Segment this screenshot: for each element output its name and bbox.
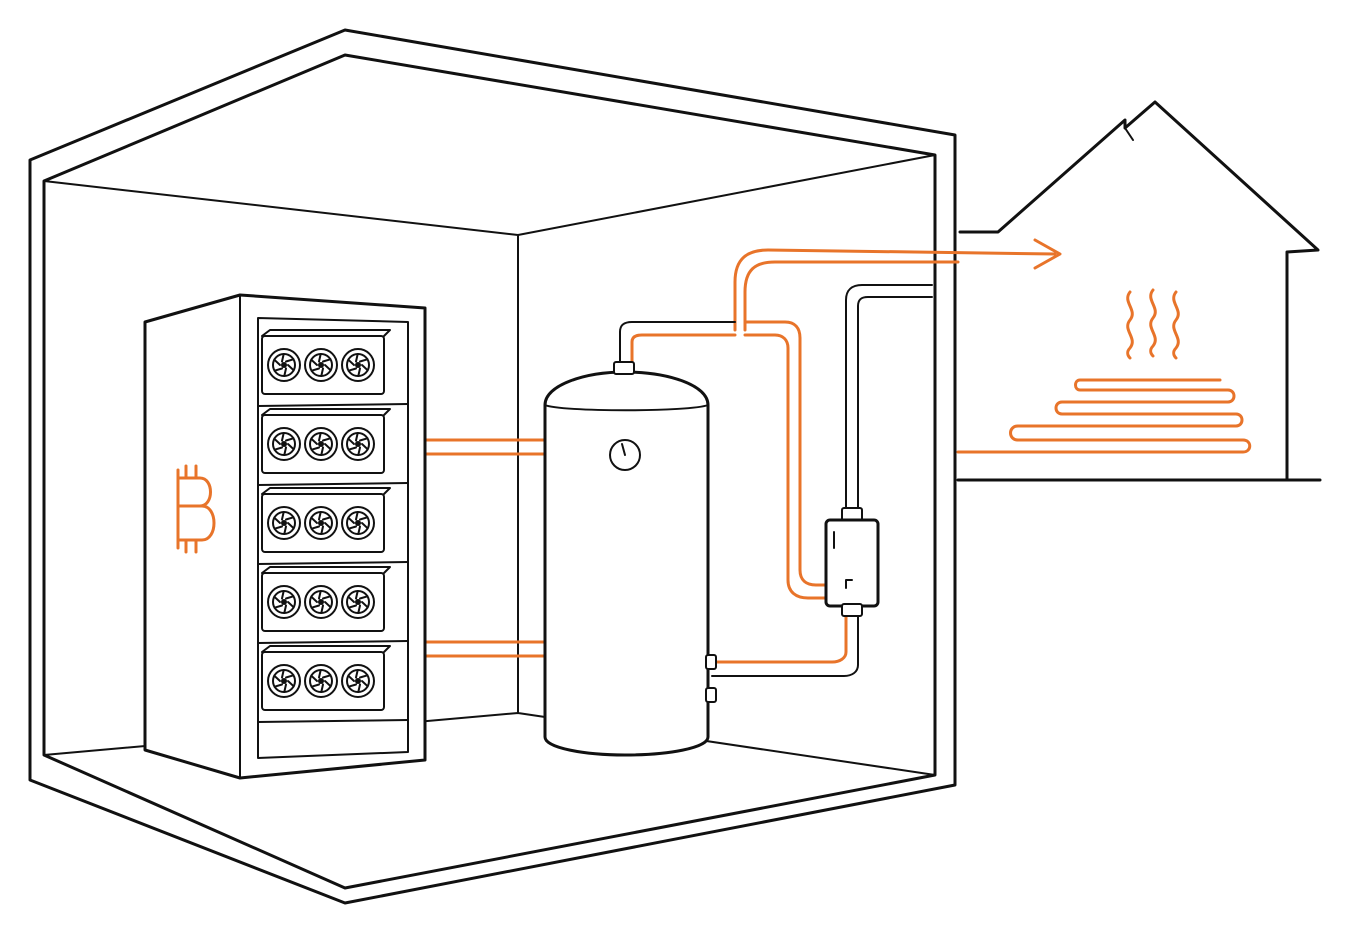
bitcoin-icon <box>176 464 216 554</box>
rack-front-frame <box>257 317 409 759</box>
fan-icon <box>304 348 338 382</box>
pressure-gauge-icon <box>609 439 641 471</box>
pipe-exchanger-to-tank <box>711 611 859 677</box>
fan-icon <box>304 506 338 540</box>
room-outer-frame <box>28 28 957 905</box>
pipe-to-exchanger <box>743 320 830 587</box>
water-tank <box>543 361 717 757</box>
tank-outlet-lower <box>705 687 717 703</box>
heat-waves-icon <box>1126 288 1180 360</box>
fan-icon <box>304 664 338 698</box>
hot-water-flow-arrow <box>733 238 1062 332</box>
asic-miner <box>257 566 409 644</box>
rack-shelf <box>257 640 409 644</box>
house-chimney <box>1124 127 1134 141</box>
asic-miner <box>257 408 409 486</box>
pipe-rack-to-tank-lower <box>423 640 547 658</box>
fan-icon <box>267 348 301 382</box>
pipe-rack-to-tank-upper <box>423 438 547 456</box>
asic-miners <box>257 329 409 723</box>
heat-exchanger <box>824 507 880 617</box>
fan-icon <box>341 427 375 461</box>
pipe-tank-top-outlet-inner <box>630 333 737 364</box>
asic-miner <box>257 329 409 407</box>
house-outline <box>956 100 1322 482</box>
room-box <box>28 28 957 905</box>
fan-icon <box>267 664 301 698</box>
pipe-exchanger-to-tank-hot <box>710 610 848 664</box>
pipe-to-exchanger-b <box>743 333 830 600</box>
fan-icon <box>341 585 375 619</box>
fan-icon <box>267 427 301 461</box>
fan-icon <box>304 427 338 461</box>
fan-icon <box>341 348 375 382</box>
mining-rack <box>143 293 427 780</box>
fan-icon <box>267 585 301 619</box>
rack-shelf <box>257 561 409 565</box>
pipe-tank-top-outlet <box>619 321 736 369</box>
asic-miner <box>257 645 409 723</box>
fan-icon <box>341 664 375 698</box>
fan-icon <box>304 585 338 619</box>
asic-miner <box>257 487 409 565</box>
room-back-wall-edges <box>43 154 936 776</box>
rack-shelf <box>257 719 409 723</box>
pipes <box>423 284 933 677</box>
tank-outlet-upper <box>705 654 717 670</box>
house <box>956 100 1322 482</box>
pipe-cold-return <box>845 284 933 521</box>
fan-icon <box>341 506 375 540</box>
rack-shelf <box>257 403 409 407</box>
rack-shelf <box>257 482 409 486</box>
underfloor-heating-coil <box>956 378 1252 454</box>
fan-icon <box>267 506 301 540</box>
